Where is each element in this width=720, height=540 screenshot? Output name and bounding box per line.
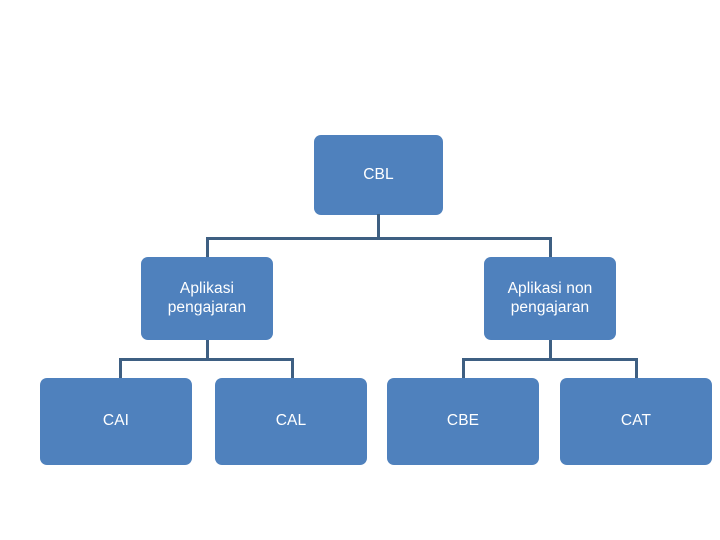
connector-to-cai [119,358,122,379]
connector-level3-right-bar [462,358,638,361]
connector-to-aplikasi-pengajaran [206,237,209,258]
connector-level2-bar [206,237,552,240]
node-cai-label: CAI [102,412,130,430]
node-aplikasi-pengajaran-label: Aplikasi pengajaran [167,279,247,316]
connector-to-cbe [462,358,465,379]
connector-aplikasi-pengajaran-stem [206,340,209,359]
node-aplikasi-pengajaran[interactable]: Aplikasi pengajaran [141,257,273,340]
node-cbl-label: CBL [363,165,394,183]
node-aplikasi-non-pengajaran-label: Aplikasi non pengajaran [507,279,593,316]
node-cbe-label: CBE [446,412,480,430]
node-aplikasi-non-pengajaran[interactable]: Aplikasi non pengajaran [484,257,616,340]
node-cal[interactable]: CAL [215,378,367,465]
node-cai[interactable]: CAI [40,378,192,465]
node-cal-label: CAL [275,412,307,430]
connector-aplikasi-non-pengajaran-stem [549,340,552,359]
connector-to-cal [291,358,294,379]
node-cbe[interactable]: CBE [387,378,539,465]
connector-to-aplikasi-non-pengajaran [549,237,552,258]
connector-level3-left-bar [119,358,294,361]
node-cbl[interactable]: CBL [314,135,443,215]
connector-to-cat [635,358,638,379]
node-cat[interactable]: CAT [560,378,712,465]
node-cat-label: CAT [620,412,652,430]
connector-cbl-stem [377,214,380,238]
